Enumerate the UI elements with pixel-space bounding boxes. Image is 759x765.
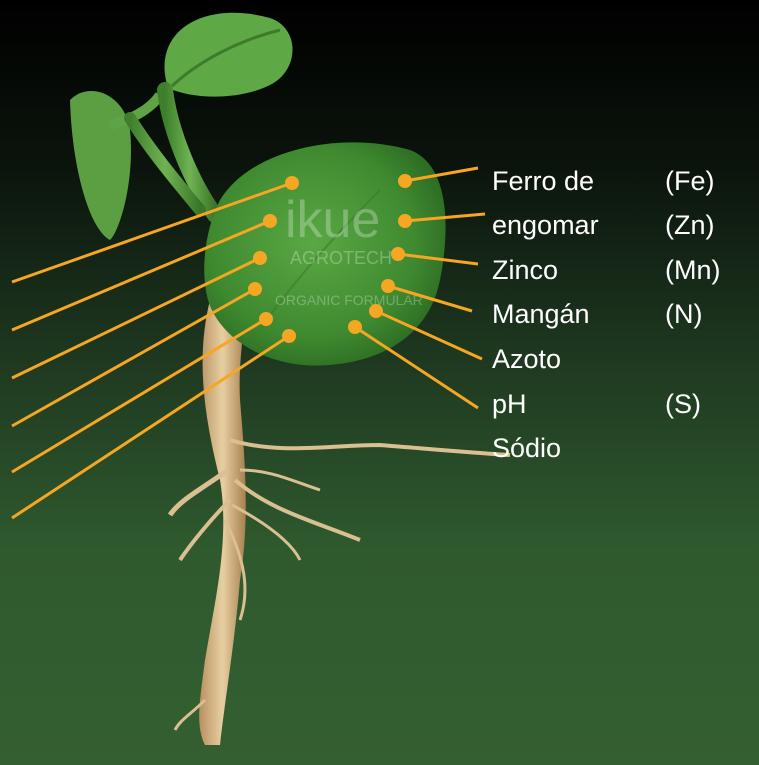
right-leaders: [355, 168, 485, 408]
leader-line: [388, 286, 472, 311]
leader-line: [12, 319, 266, 472]
label-engomar: engomar: [492, 210, 599, 240]
leader-dot: [381, 279, 395, 293]
leader-line: [405, 168, 478, 181]
leader-line: [398, 254, 478, 264]
leader-dot: [282, 329, 296, 343]
label-symbol-s: (S): [665, 389, 701, 419]
leader-line: [355, 327, 478, 408]
label-azoto: Azoto: [492, 344, 561, 374]
label-symbol-fe: (Fe): [665, 166, 715, 196]
leader-dot: [348, 320, 362, 334]
leader-line: [405, 214, 485, 221]
leader-dot: [248, 282, 262, 296]
leader-dot: [259, 312, 273, 326]
leader-dot: [285, 176, 299, 190]
leader-line: [12, 183, 292, 282]
label-sodio: Sódio: [492, 433, 561, 463]
leader-dot: [391, 247, 405, 261]
leader-line: [12, 289, 255, 426]
leader-dot: [398, 214, 412, 228]
leader-dot: [253, 251, 267, 265]
leader-dot: [369, 304, 383, 318]
label-symbol-n: (N): [665, 299, 702, 329]
left-leaders: [12, 183, 292, 518]
label-symbol-zn: (Zn): [665, 210, 715, 240]
label-mangan: Mangán: [492, 299, 590, 329]
label-zinco: Zinco: [492, 255, 558, 285]
label-ph: pH: [492, 389, 527, 419]
leader-dot: [263, 214, 277, 228]
leader-line: [12, 336, 289, 518]
label-symbol-mn: (Mn): [665, 255, 721, 285]
label-ferro-de: Ferro de: [492, 166, 594, 196]
leader-dot: [398, 174, 412, 188]
